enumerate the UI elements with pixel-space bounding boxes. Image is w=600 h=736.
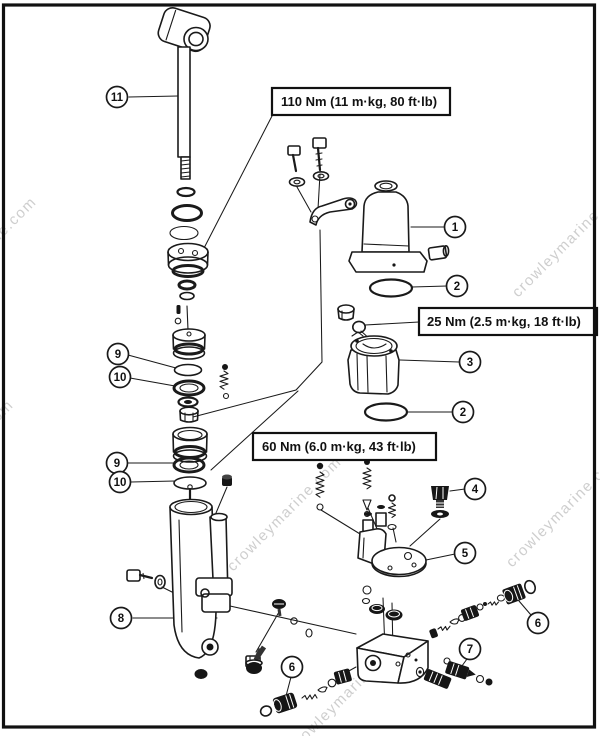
free-piston [172,426,208,463]
check-valve-spring [219,364,230,400]
part-number: 4 [472,484,479,496]
torque-callout-60-label: 60 Nm (6.0 m·kg, 43 ft·lb) [262,439,416,454]
part-number: 5 [462,548,469,560]
tilt-cylinder [126,474,267,679]
manifold-screw [272,599,286,617]
part-callout-8: 8 [109,606,133,630]
small-seal-ring [177,279,197,291]
part-callout-1: 1 [443,215,467,239]
pump-bolt [431,486,449,518]
part-number: 9 [114,458,120,470]
part-callout-10-lower: 10 [108,470,132,494]
part-number: 8 [118,613,125,625]
pump-plate [371,546,427,576]
cylinder-bracket [195,577,233,613]
reservoir-o-ring [363,402,409,422]
end-screw-cap [167,242,209,278]
seal-ring-9b [172,456,206,474]
filler-notch [351,331,364,337]
rod-threads [180,159,191,178]
part-number: 1 [452,222,459,234]
part-callout-6-left: 6 [280,655,304,679]
small-o-ring [305,628,313,638]
end-nut [179,406,199,423]
lower-dark-bolt [423,669,452,689]
leader-lines [127,95,532,697]
motor-bolt-a [287,145,306,188]
torque-callout-60: 60 Nm (6.0 m·kg, 43 ft·lb) [251,431,438,462]
o-ring-10b [173,476,207,490]
motor-o-ring [368,278,414,298]
pump-spring-1 [315,462,325,511]
manifold-block [245,599,429,684]
part-number: 11 [111,92,124,104]
torque-callout-110-label: 110 Nm (11 m·kg, 80 ft·lb) [281,94,437,109]
part-callout-3: 3 [458,350,482,374]
watermark-text: crowleymarine.com [509,179,600,300]
side-bolt [126,569,166,590]
part-number: 9 [115,349,121,361]
watermark-text: crowleymarine.com [503,449,600,570]
valve-pin [176,305,181,314]
torque-callout-25-label: 25 Nm (2.5 m·kg, 18 ft·lb) [427,314,581,329]
trim-motor [287,137,450,273]
torque-callout-110: 110 Nm (11 m·kg, 80 ft·lb) [270,86,452,117]
part-callout-7: 7 [458,637,482,661]
piston [172,305,206,360]
manifold-bolt-lower-left [245,647,264,674]
watermark-text: crowleymarine.com [0,193,40,314]
part-number: 2 [460,407,466,419]
top-right-plug [222,474,232,486]
motor-bolt-b [312,137,330,182]
small-ring [179,291,195,301]
pump-spring-3 [387,494,397,531]
part-callouts: 11 1 2 3 2 4 5 6 [105,85,550,679]
part-callout-9-upper: 9 [106,342,130,366]
pivot-bushing [201,638,219,656]
valve-train-right [429,579,536,639]
washer [177,396,199,408]
valve-train-lower [415,657,493,689]
part-callout-6-right: 6 [526,611,550,635]
part-number: 6 [289,662,295,674]
tilt-lever [309,197,358,226]
reservoir-cap [347,331,400,395]
part-callout-11: 11 [105,85,129,109]
plug-o-ring [351,320,366,334]
part-number: 7 [467,644,473,656]
seal-ring-10a [172,379,206,397]
page-frame [1,3,597,729]
part-number: 10 [114,477,127,489]
part-number: 2 [454,281,460,293]
pump-assembly [315,459,427,621]
motor-body [348,180,450,273]
bottom-plug [194,669,208,679]
o-ring-9a [173,363,203,377]
part-callout-9-lower: 9 [105,451,129,475]
piston-rod [157,7,211,198]
part-callout-5: 5 [453,541,477,565]
part-callout-4: 4 [463,477,487,501]
part-number: 6 [535,618,541,630]
part-callout-2-lower: 2 [451,400,475,424]
small-o-ring [290,617,298,625]
valve-train-left [259,668,352,717]
part-callout-10-upper: 10 [108,365,132,389]
reservoir-plug [337,304,366,334]
valve-ball [174,317,182,325]
torque-callout-25: 25 Nm (2.5 m·kg, 18 ft·lb) [417,306,599,337]
part-callout-2-upper: 2 [445,274,469,298]
motor-base [348,251,428,273]
pump-spring-2 [362,459,372,518]
motor-shaft [427,245,450,261]
part-number: 3 [467,357,473,369]
pump-body [357,505,427,578]
cylinder-end-screw-stack [167,204,230,490]
part-number: 10 [114,372,127,384]
backup-ring [169,225,199,241]
o-ring [171,204,203,222]
pump-filters [361,585,403,621]
